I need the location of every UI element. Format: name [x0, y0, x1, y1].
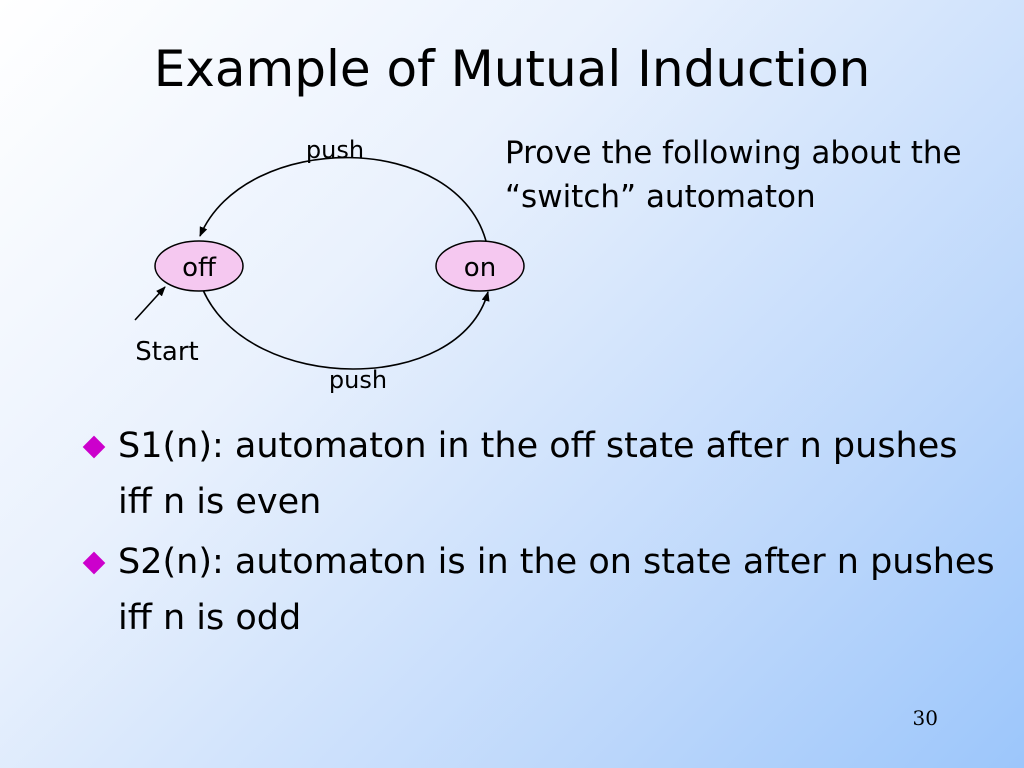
- state-off-label: off: [182, 253, 217, 283]
- bullet-item: S1(n): automaton in the off state after …: [82, 418, 1002, 530]
- intro-text: Prove the following about the “switch” a…: [505, 135, 962, 215]
- bullet-text: S1(n): automaton in the off state after …: [118, 426, 958, 522]
- state-off-node: [154, 240, 244, 292]
- state-on-node: [435, 240, 525, 292]
- bullet-list: S1(n): automaton in the off state after …: [82, 418, 1002, 650]
- state-on-label: on: [464, 253, 496, 283]
- transition-off-to-on-label: push: [329, 366, 387, 394]
- bullet-text: S2(n): automaton is in the on state afte…: [118, 542, 995, 638]
- transition-off-to-on-arc: [202, 289, 490, 370]
- start-arrow: [134, 286, 166, 321]
- diamond-bullet-icon: [82, 435, 106, 459]
- transition-on-to-off-arc: [199, 156, 488, 246]
- diamond-bullet-icon: [82, 551, 106, 575]
- transition-on-to-off-label: push: [306, 136, 364, 164]
- slide-title: Example of Mutual Induction: [153, 40, 871, 98]
- bullet-item: S2(n): automaton is in the on state afte…: [82, 534, 1002, 646]
- start-label: Start: [135, 337, 199, 367]
- slide-number: 30: [912, 706, 938, 730]
